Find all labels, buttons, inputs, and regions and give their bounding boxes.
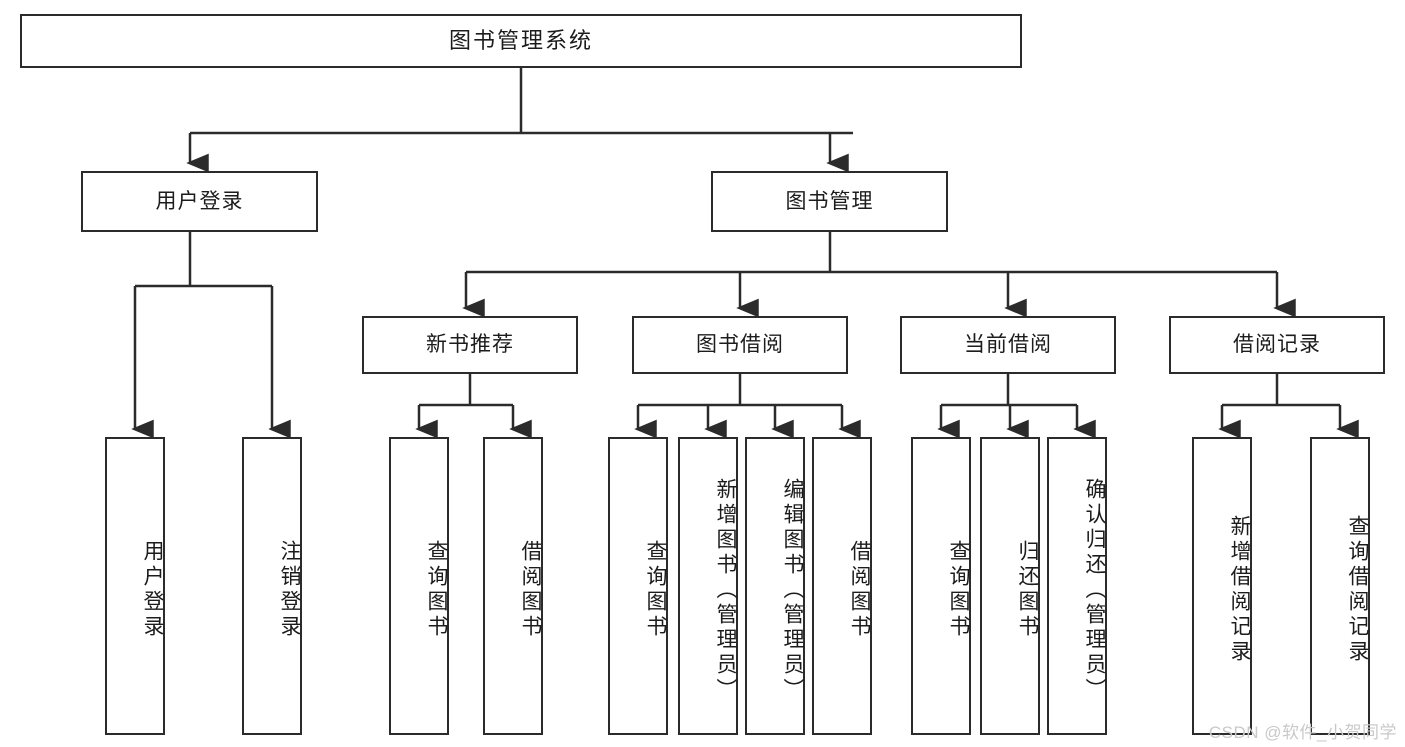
leaf-label: 注销登录 — [278, 540, 301, 640]
leaf-label: 编辑图书（管理员） — [781, 477, 804, 703]
leaf-label: 新增借阅记录 — [1228, 515, 1251, 665]
leaf-label: 确认归还（管理员） — [1083, 477, 1106, 703]
leaf-label: 归还图书 — [1016, 540, 1039, 640]
node-current-borrow-label: 当前借阅 — [964, 333, 1052, 357]
leaf-current-confirm-return[interactable]: 确认归还（管理员） — [1047, 437, 1107, 735]
node-root-label: 图书管理系统 — [448, 27, 593, 53]
leaf-label: 查询图书 — [644, 540, 667, 640]
leaf-new-book-query[interactable]: 查询图书 — [389, 437, 449, 735]
node-root-system[interactable]: 图书管理系统 — [20, 14, 1022, 68]
node-user-login-label: 用户登录 — [155, 189, 244, 213]
leaf-user-login-signin[interactable]: 用户登录 — [105, 437, 165, 735]
leaf-label: 查询图书 — [947, 540, 970, 640]
node-book-management-label: 图书管理 — [785, 189, 874, 213]
node-book-borrow-label: 图书借阅 — [696, 333, 784, 357]
node-current-borrow[interactable]: 当前借阅 — [900, 316, 1116, 374]
leaf-label: 查询借阅记录 — [1346, 515, 1369, 665]
node-new-book-recommend-label: 新书推荐 — [426, 333, 514, 357]
leaf-new-book-borrow[interactable]: 借阅图书 — [483, 437, 543, 735]
watermark-text: CSDN @软件_小贺同学 — [1208, 723, 1397, 742]
node-borrow-record[interactable]: 借阅记录 — [1169, 316, 1385, 374]
leaf-record-add[interactable]: 新增借阅记录 — [1192, 437, 1252, 735]
node-user-login[interactable]: 用户登录 — [81, 171, 318, 232]
leaf-borrow-borrow-book[interactable]: 借阅图书 — [812, 437, 872, 735]
leaf-label: 借阅图书 — [848, 540, 871, 640]
leaf-current-return-book[interactable]: 归还图书 — [980, 437, 1040, 735]
leaf-user-login-signout[interactable]: 注销登录 — [242, 437, 302, 735]
leaf-record-query[interactable]: 查询借阅记录 — [1310, 437, 1370, 735]
leaf-label: 新增图书（管理员） — [714, 477, 737, 703]
leaf-label: 借阅图书 — [519, 540, 542, 640]
leaf-borrow-query-book[interactable]: 查询图书 — [608, 437, 668, 735]
node-new-book-recommend[interactable]: 新书推荐 — [362, 316, 578, 374]
leaf-borrow-add-book[interactable]: 新增图书（管理员） — [678, 437, 738, 735]
leaf-label: 查询图书 — [425, 540, 448, 640]
leaf-label: 用户登录 — [141, 540, 164, 640]
leaf-current-query-book[interactable]: 查询图书 — [911, 437, 971, 735]
node-borrow-record-label: 借阅记录 — [1233, 333, 1321, 357]
node-book-management[interactable]: 图书管理 — [711, 171, 948, 232]
node-book-borrow[interactable]: 图书借阅 — [632, 316, 848, 374]
leaf-borrow-edit-book[interactable]: 编辑图书（管理员） — [745, 437, 805, 735]
